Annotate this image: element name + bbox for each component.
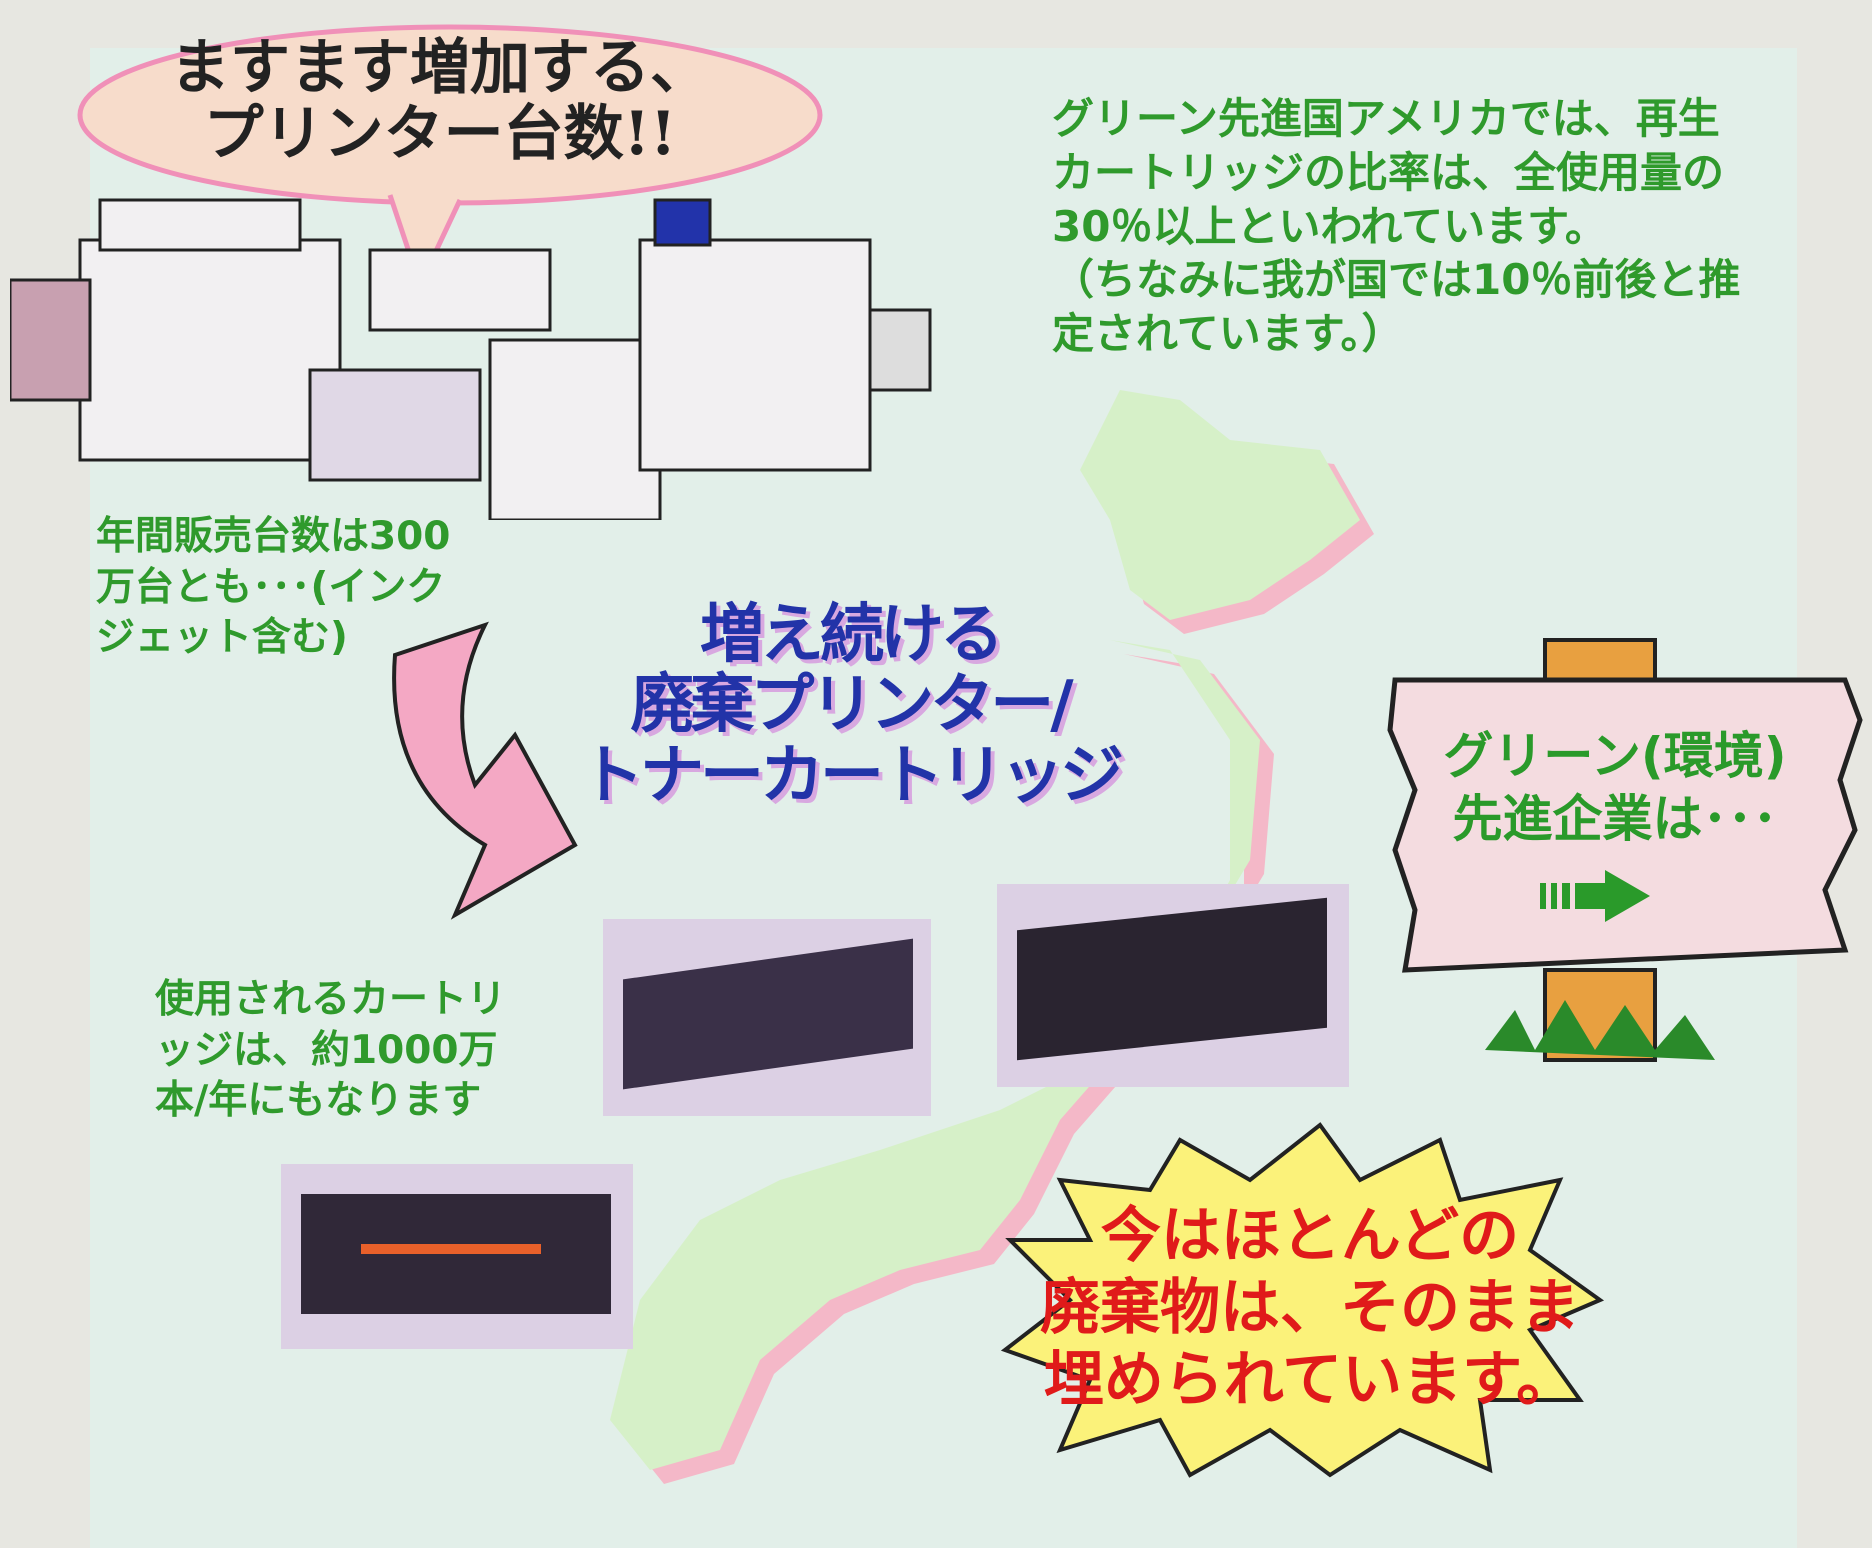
- note-line: 30％以上といわれています。: [1052, 201, 1607, 251]
- sign-line: 先進企業は･･･: [1452, 789, 1778, 848]
- note-line: カートリッジの比率は、全使用量の: [1052, 147, 1725, 197]
- bubble-text: ますます増加する、 プリンター台数!!: [120, 35, 760, 167]
- note-line: グリーン先進国アメリカでは、再生: [1052, 94, 1720, 143]
- starburst-callout: [1000, 1122, 1605, 1478]
- title-line: トナーカートリッジ: [580, 738, 1124, 813]
- cartridge-usage-note: 使用されるカートリ ッジは、約1000万 本/年にもなります: [155, 975, 575, 1127]
- note-line: 年間販売台数は300: [96, 514, 451, 559]
- note-line: ジェット含む): [96, 615, 348, 661]
- curved-arrow-icon: [392, 621, 578, 920]
- note-line: 本/年にもなります: [155, 1078, 482, 1124]
- burst-line: 今はほとんどの: [1100, 1201, 1520, 1271]
- cartridge-photo: [997, 884, 1349, 1087]
- note-line: 使用されるカートリ: [155, 977, 507, 1022]
- note-line: ッジは、約1000万: [155, 1027, 498, 1073]
- annual-sales-note: 年間販売台数は300 万台とも･･･(インク ジェット含む): [96, 512, 516, 664]
- burst-line: 廃棄物は、そのまま: [1040, 1273, 1580, 1343]
- title-line: 廃棄プリンター/: [630, 668, 1073, 743]
- cartridge-photo: [281, 1164, 633, 1349]
- note-line: 定されています。）: [1052, 309, 1404, 358]
- map-land: [610, 390, 1360, 1470]
- bubble-line: ますます増加する、: [170, 33, 710, 103]
- bubble-line: プリンター台数!!: [203, 99, 677, 169]
- sign-line: グリーン(環境): [1443, 727, 1787, 785]
- title-line: 増え続ける: [700, 598, 1004, 672]
- printers-illustration: [10, 198, 932, 520]
- recycling-ratio-note: グリーン先進国アメリカでは、再生 カートリッジの比率は、全使用量の 30％以上と…: [1052, 92, 1792, 361]
- signpost-text: グリーン(環境) 先進企業は･･･: [1395, 725, 1835, 850]
- signpost-illustration: [1387, 638, 1863, 1062]
- burst-line: 埋められています。: [1043, 1345, 1577, 1415]
- speech-bubble: [77, 24, 823, 292]
- main-title: 増え続ける 廃棄プリンター/ トナーカートリッジ: [560, 598, 1140, 813]
- note-line: 万台とも･･･(インク: [96, 564, 446, 610]
- burst-text: 今はほとんどの 廃棄物は、そのまま 埋められています。: [1020, 1200, 1600, 1416]
- note-line: （ちなみに我が国では10％前後と推: [1052, 255, 1741, 305]
- cartridge-photo: [603, 919, 931, 1116]
